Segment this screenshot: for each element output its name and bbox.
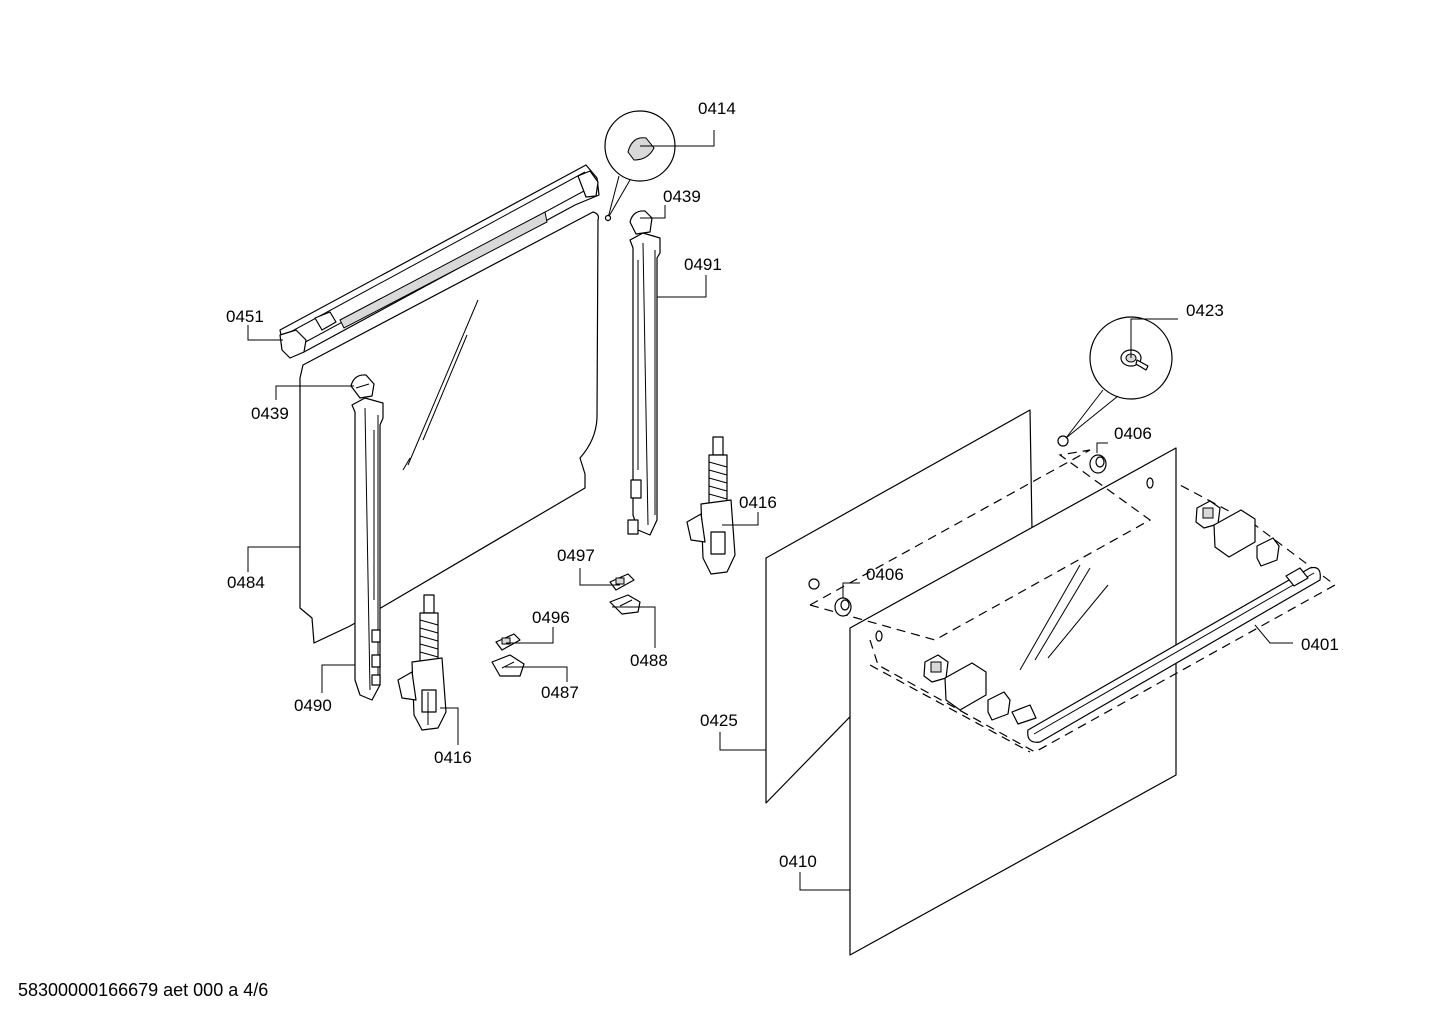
detail-callout-0423 [1065, 316, 1173, 439]
label-0439-left: 0439 [251, 404, 289, 423]
clip-0439-left [350, 374, 375, 399]
label-0406-left: 0406 [866, 565, 904, 584]
label-0491: 0491 [684, 255, 722, 274]
top-trim-strip-0451 [279, 164, 600, 359]
cap-0406-left [808, 578, 852, 617]
label-0451: 0451 [226, 307, 264, 326]
label-0496: 0496 [532, 608, 570, 627]
label-0423: 0423 [1186, 301, 1224, 320]
part-labels: 0414 0439 0491 0451 0439 0484 0490 0416 … [226, 99, 1339, 871]
label-0488: 0488 [630, 651, 668, 670]
small-part-0497 [609, 573, 635, 591]
inner-glass-panel-0484 [299, 211, 600, 644]
label-0497: 0497 [557, 546, 595, 565]
dashed-assembly-lines [809, 449, 1337, 753]
label-0401: 0401 [1301, 635, 1339, 654]
label-0490: 0490 [294, 696, 332, 715]
label-0484: 0484 [227, 573, 265, 592]
hinge-0416-right [686, 436, 736, 575]
label-0416-right: 0416 [739, 493, 777, 512]
small-part-0488 [609, 594, 641, 615]
drawing-reference-number: 58300000166679 aet 000 a 4/6 [18, 980, 269, 1000]
label-0410: 0410 [779, 852, 817, 871]
small-part-0487 [491, 654, 525, 677]
label-0439-top: 0439 [663, 187, 701, 206]
label-0416-left: 0416 [434, 748, 472, 767]
hinge-0416-left [397, 594, 447, 731]
outer-glass-panel-0410 [849, 447, 1177, 956]
label-0487: 0487 [541, 683, 579, 702]
leader-lines [247, 130, 1293, 891]
clip-0439-right [629, 210, 653, 235]
small-part-0496 [495, 633, 521, 651]
side-rail-0490 [351, 397, 384, 701]
cap-0406-right [1057, 435, 1107, 474]
handle-brackets [923, 500, 1280, 721]
label-0414: 0414 [698, 99, 736, 118]
label-0425: 0425 [700, 711, 738, 730]
door-handle-0401 [1011, 566, 1321, 743]
label-0406-right: 0406 [1114, 424, 1152, 443]
side-rail-0491 [627, 232, 661, 536]
